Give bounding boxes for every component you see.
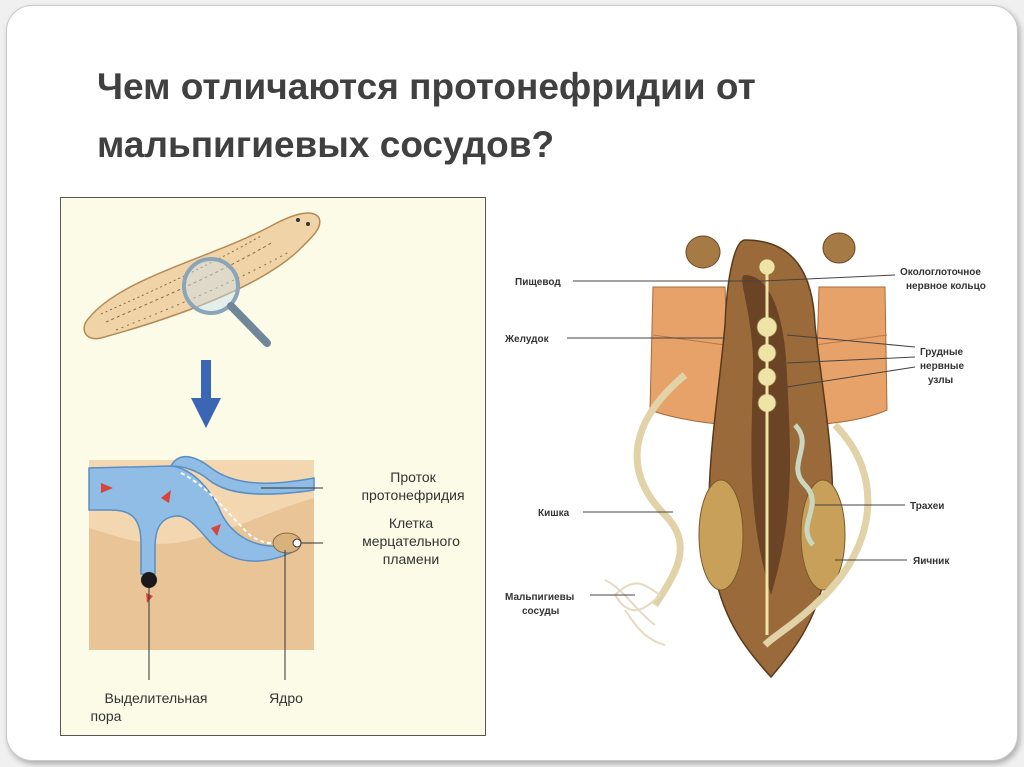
label-thoracic-ganglia-line2: нервные xyxy=(920,361,964,372)
label-thoracic-ganglia-line3: узлы xyxy=(928,375,953,386)
label-malpighian-line1: Мальпигиевы xyxy=(505,592,574,603)
protonephridium-detail xyxy=(88,455,323,680)
label-duct-line2: протонефридия xyxy=(361,487,464,503)
label-nerve-ring-line1: Окологлоточное xyxy=(900,267,981,278)
label-pore-line1: Выделительная xyxy=(104,690,207,706)
slide-title: Чем отличаются протонефридии от мальпиги… xyxy=(97,66,756,165)
label-thoracic-ganglia-line1: Грудные xyxy=(920,347,964,358)
label-tracheae: Трахеи xyxy=(910,501,944,512)
label-flame-cell-line2: мерцательного xyxy=(362,533,460,549)
label-duct-line1: Проток xyxy=(390,469,436,485)
insect-illustration xyxy=(604,232,888,679)
label-pore-line2: пора xyxy=(91,708,122,724)
insect-anatomy-figure: Пищевод Окологлоточное нервное кольцо Же… xyxy=(495,215,995,695)
label-intestine: Кишка xyxy=(538,508,570,519)
label-nerve-ring-line2: нервное кольцо xyxy=(906,281,986,292)
label-ovary: Яичник xyxy=(913,556,950,567)
label-flame-cell-line3: пламени xyxy=(383,551,440,567)
magnifier-icon xyxy=(182,257,271,347)
label-nucleus: Ядро xyxy=(269,690,303,706)
label-esophagus: Пищевод xyxy=(515,277,561,288)
label-leader-lines xyxy=(567,274,916,596)
label-flame-cell-line1: Клетка xyxy=(389,515,433,531)
label-stomach: Желудок xyxy=(504,334,550,345)
arrow-down-icon xyxy=(191,360,221,428)
protonephridium-figure: Проток протонефридия Клетка мерцательног… xyxy=(60,197,486,736)
label-malpighian-line2: сосуды xyxy=(522,606,559,617)
